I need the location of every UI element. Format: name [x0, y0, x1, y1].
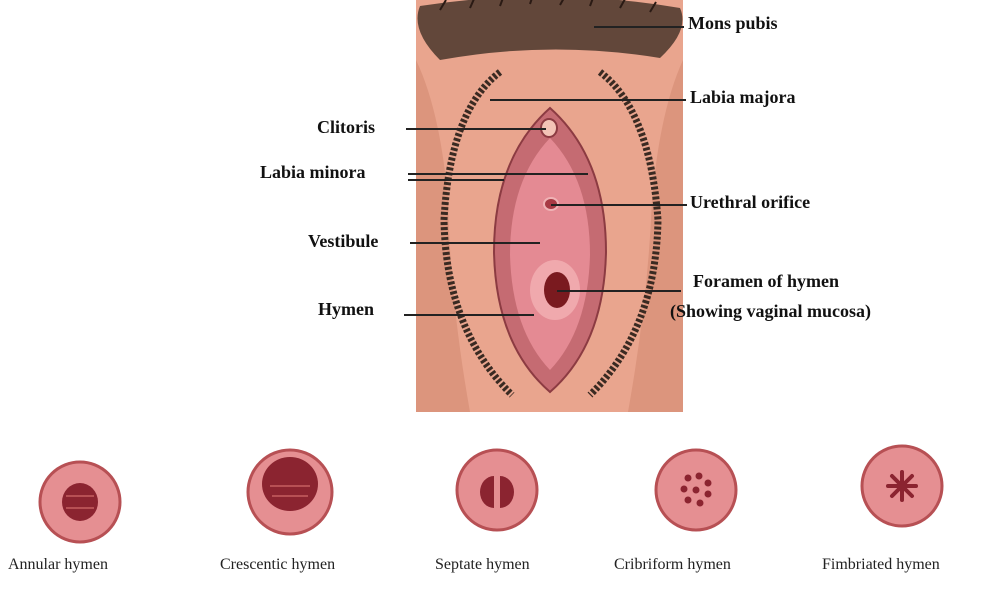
- label-urethral-orifice: Urethral orifice: [690, 192, 811, 212]
- mons-pubis-hair: [417, 0, 683, 60]
- label-labia-minora: Labia minora: [260, 162, 366, 182]
- leader-mons-pubis: [594, 26, 684, 28]
- leader-labia-minora-2: [408, 179, 504, 181]
- mons-hair-texture: [439, 0, 657, 13]
- caption-annular-hymen: Annular hymen: [8, 556, 108, 573]
- label-labia-majora: Labia majora: [690, 87, 796, 107]
- label-hymen: Hymen: [318, 299, 374, 319]
- leader-clitoris: [406, 128, 546, 130]
- septate-hymen-disc: [455, 448, 539, 532]
- cribriform-hymen-disc: [654, 448, 738, 532]
- thigh-shadow-right: [628, 60, 683, 412]
- label-foramen-line1: Foramen of hymen: [693, 271, 839, 291]
- label-foramen-line2: (Showing vaginal mucosa): [670, 301, 872, 321]
- label-vestibule: Vestibule: [308, 231, 379, 251]
- leader-labia-minora-1: [408, 173, 588, 175]
- thigh-shadow-left: [416, 60, 470, 412]
- leader-hymen: [404, 314, 534, 316]
- label-clitoris: Clitoris: [317, 117, 375, 137]
- crescentic-hymen-disc: [246, 448, 334, 536]
- caption-septate-hymen: Septate hymen: [435, 556, 530, 573]
- label-mons-pubis: Mons pubis: [688, 13, 778, 33]
- leader-vestibule: [410, 242, 540, 244]
- leader-foramen: [557, 290, 681, 292]
- caption-cribriform-hymen: Cribriform hymen: [614, 556, 731, 573]
- caption-crescentic-hymen: Crescentic hymen: [220, 556, 336, 573]
- leader-urethral-orifice: [551, 204, 687, 206]
- caption-fimbriated-hymen: Fimbriated hymen: [822, 556, 940, 573]
- fimbriated-hymen-disc: [860, 444, 944, 528]
- annular-hymen-disc: [38, 460, 122, 544]
- labia-majora-left: [440, 69, 515, 398]
- leader-labia-majora: [490, 99, 686, 101]
